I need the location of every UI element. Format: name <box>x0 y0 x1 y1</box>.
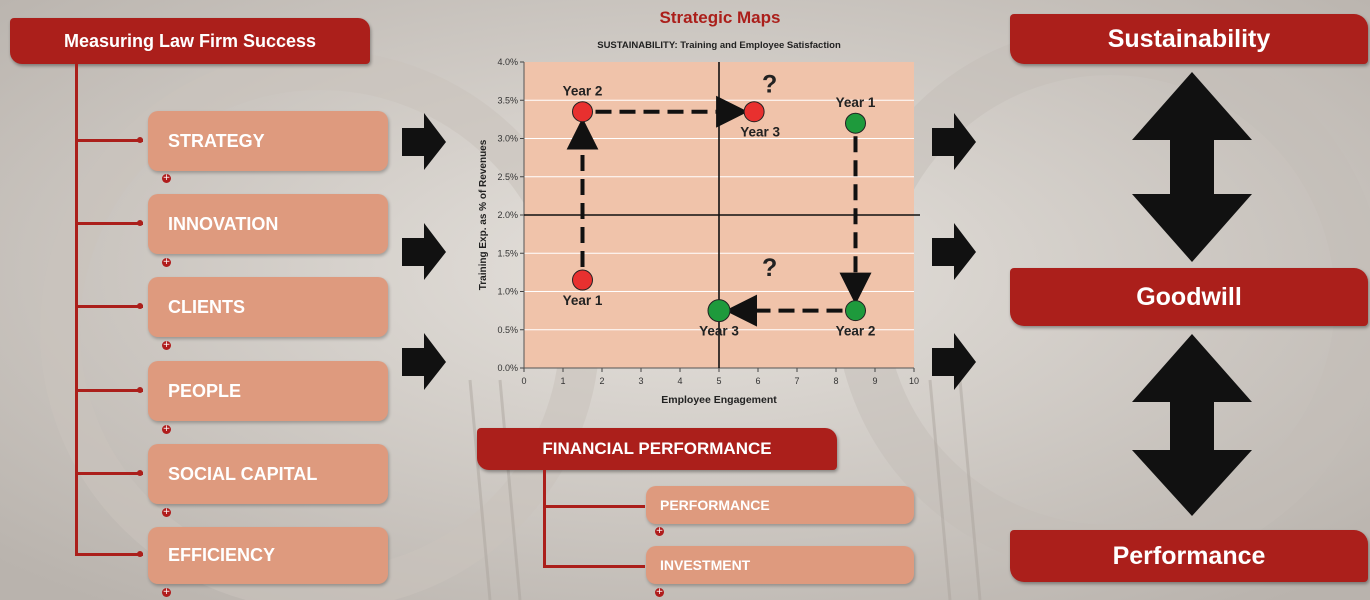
tree-branch <box>543 565 645 568</box>
x-tick-label: 3 <box>638 376 643 386</box>
item-efficiency[interactable]: EFFICIENCY <box>148 527 388 584</box>
tree-connector <box>75 64 78 556</box>
data-label: Year 1 <box>836 95 876 110</box>
expand-icon[interactable]: + <box>162 507 171 517</box>
expand-icon[interactable]: + <box>655 526 664 536</box>
branch-dot <box>137 551 143 557</box>
right-arrow-icon <box>402 113 446 170</box>
tree-connector <box>543 470 546 568</box>
sustainability-box: Sustainability <box>1010 14 1368 64</box>
branch-dot <box>137 137 143 143</box>
item-clients[interactable]: CLIENTS <box>148 277 388 337</box>
item-innovation[interactable]: INNOVATION <box>148 194 388 254</box>
branch-dot <box>137 220 143 226</box>
item-social-capital[interactable]: SOCIAL CAPITAL <box>148 444 388 504</box>
expand-icon[interactable]: + <box>162 173 171 183</box>
data-label: Year 2 <box>563 84 603 99</box>
expand-icon[interactable]: + <box>162 340 171 350</box>
financial-performance-header: FINANCIAL PERFORMANCE <box>477 428 837 470</box>
data-label: Year 3 <box>740 125 780 140</box>
expand-icon[interactable]: + <box>162 257 171 267</box>
branch-dot <box>137 470 143 476</box>
chart-title: SUSTAINABILITY: Training and Employee Sa… <box>597 40 841 51</box>
x-axis-label: Employee Engagement <box>661 394 777 406</box>
y-tick-label: 3.5% <box>497 95 518 105</box>
data-point <box>707 299 731 323</box>
x-tick-label: 1 <box>560 376 565 386</box>
item-people[interactable]: PEOPLE <box>148 361 388 421</box>
item-performance[interactable]: PERFORMANCE <box>646 486 914 524</box>
strategic-maps-title: Strategic Maps <box>659 8 781 27</box>
data-label: Year 3 <box>699 324 739 339</box>
right-arrow-icon <box>932 223 976 280</box>
data-label: Year 2 <box>836 324 876 339</box>
y-tick-label: 4.0% <box>497 57 518 67</box>
item-investment[interactable]: INVESTMENT <box>646 546 914 584</box>
x-tick-label: 4 <box>677 376 682 386</box>
goodwill-box: Goodwill <box>1010 268 1368 326</box>
tree-branch <box>75 389 143 392</box>
right-arrow-icon <box>932 333 976 390</box>
tree-branch <box>75 222 143 225</box>
right-arrow-icon <box>402 223 446 280</box>
x-tick-label: 7 <box>794 376 799 386</box>
question-annotation: ? <box>762 71 777 99</box>
data-label: Year 1 <box>563 293 603 308</box>
double-arrow-icon <box>1132 334 1252 516</box>
expand-icon[interactable]: + <box>162 587 171 597</box>
question-annotation: ? <box>762 254 777 282</box>
tree-branch <box>75 553 143 556</box>
branch-dot <box>137 303 143 309</box>
x-tick-label: 10 <box>909 376 919 386</box>
x-tick-label: 0 <box>521 376 526 386</box>
expand-icon[interactable]: + <box>162 424 171 434</box>
left-arrows <box>402 113 446 390</box>
y-tick-label: 2.0% <box>497 210 518 220</box>
right-arrows <box>1132 72 1252 516</box>
x-tick-label: 5 <box>716 376 721 386</box>
y-tick-label: 1.5% <box>497 248 518 258</box>
data-point <box>845 300 866 322</box>
y-tick-label: 1.0% <box>497 287 518 297</box>
data-point <box>845 112 866 134</box>
x-tick-label: 6 <box>755 376 760 386</box>
sustainability-chart: SUSTAINABILITY: Training and Employee Sa… <box>478 40 920 406</box>
double-arrow-icon <box>1132 72 1252 262</box>
tree-branch <box>75 305 143 308</box>
data-point <box>743 101 765 123</box>
expand-icon[interactable]: + <box>655 587 664 597</box>
data-point <box>572 101 593 123</box>
tree-branch <box>75 139 143 142</box>
y-tick-label: 0.5% <box>497 325 518 335</box>
item-strategy[interactable]: STRATEGY <box>148 111 388 171</box>
data-point <box>572 269 593 291</box>
y-tick-label: 3.0% <box>497 134 518 144</box>
measuring-success-header: Measuring Law Firm Success <box>10 18 370 64</box>
x-tick-label: 2 <box>599 376 604 386</box>
right-arrow-icon <box>932 113 976 170</box>
middle-arrows <box>932 113 976 390</box>
x-tick-label: 9 <box>872 376 877 386</box>
y-axis-label: Training Exp. as % of Revenues <box>478 139 489 290</box>
x-tick-label: 8 <box>833 376 838 386</box>
right-arrow-icon <box>402 333 446 390</box>
y-tick-label: 2.5% <box>497 172 518 182</box>
performance-box: Performance <box>1010 530 1368 582</box>
tree-branch <box>543 505 645 508</box>
branch-dot <box>137 387 143 393</box>
y-tick-label: 0.0% <box>497 363 518 373</box>
tree-branch <box>75 472 143 475</box>
